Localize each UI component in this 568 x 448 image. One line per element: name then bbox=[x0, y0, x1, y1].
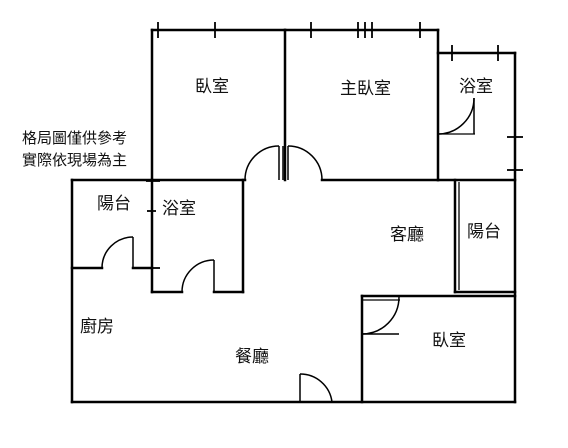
room-label-living-room: 客廳 bbox=[390, 225, 424, 245]
door-swing-bedroom-bottom bbox=[361, 296, 400, 335]
room-label-bedroom-top: 臥室 bbox=[195, 77, 229, 97]
door-swing-balcony-left bbox=[101, 236, 134, 269]
door-swing-entrance bbox=[299, 373, 333, 403]
disclaimer-line-1: 格局圖僅供參考 bbox=[22, 129, 128, 147]
disclaimer-note: 格局圖僅供參考 實際依現場為主 bbox=[22, 127, 127, 171]
room-label-balcony-right: 陽台 bbox=[467, 222, 501, 242]
room-label-bedroom-bottom: 臥室 bbox=[432, 331, 466, 351]
door-swing-bath-top bbox=[437, 97, 475, 135]
room-label-bath-middle: 浴室 bbox=[162, 199, 196, 219]
room-label-master-bedroom: 主臥室 bbox=[340, 79, 391, 99]
room-label-kitchen: 廚房 bbox=[80, 317, 114, 337]
door-swing-bath-middle bbox=[181, 259, 215, 293]
disclaimer-line-2: 實際依現場為主 bbox=[22, 151, 128, 169]
room-label-bath-top-right: 浴室 bbox=[459, 77, 493, 97]
room-label-dining-room: 餐廳 bbox=[235, 347, 269, 367]
room-label-balcony-left: 陽台 bbox=[97, 194, 131, 214]
door-swing-bedroom bbox=[244, 145, 280, 181]
door-swing-master bbox=[287, 145, 323, 181]
